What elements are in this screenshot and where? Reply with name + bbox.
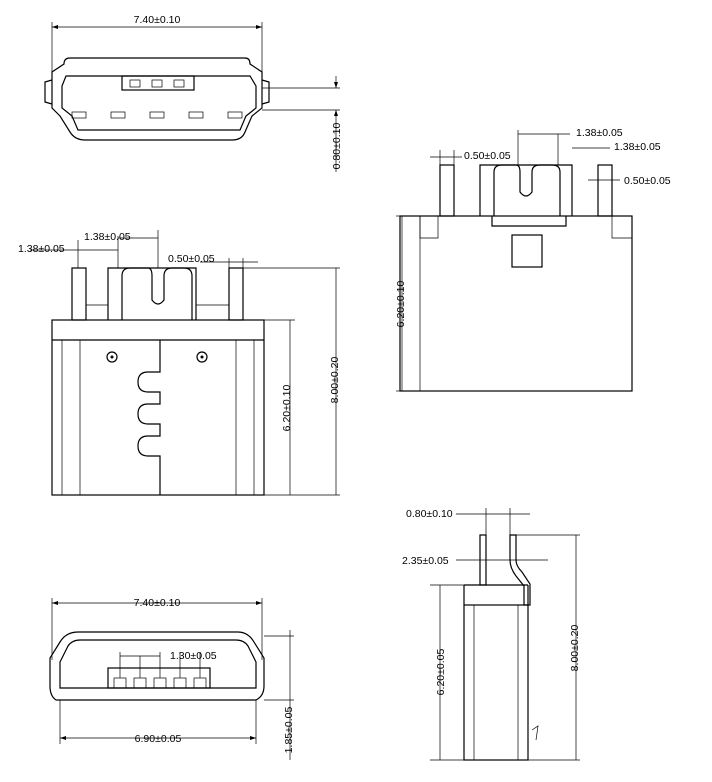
top-height-label: 0.80±0.10 [331,123,343,170]
right-back-view: 1.38±0.05 1.38±0.05 0.50±0.05 0.50±0.05 … [395,127,671,392]
side-pinwidth-label: 0.80±0.10 [406,508,453,520]
side-body-height-label: 6.20±0.05 [435,649,447,696]
left-pitch-label: 1.38±0.05 [84,231,131,243]
bottom-front-view: 7.40±0.10 1.30±0.05 1.85±0.05 6.90±0.05 [49,597,295,760]
right-pitch2-label: 1.38±0.05 [614,141,661,153]
side-offset-label: 2.35±0.05 [402,555,449,567]
left-front-view: 1.38±0.05 1.38±0.05 0.50±0.05 6.20±0.10 … [18,230,341,496]
side-view: 0.80±0.10 2.35±0.05 6.20±0.05 8.00±0.20 [402,508,581,761]
left-pitch2-label: 1.38±0.05 [18,243,65,255]
left-pinwidth-label: 0.50±0.05 [168,253,215,265]
bottom-pitch-label: 1.30±0.05 [170,650,217,662]
top-view: 7.40±0.10 0.80±0.10 [44,14,343,172]
side-total-height-label: 8.00±0.20 [569,625,581,672]
bottom-width-label: 7.40±0.10 [134,597,181,609]
bottom-inner-width-label: 6.90±0.05 [135,733,182,745]
right-height-label: 6.20±0.10 [395,281,407,328]
top-width-label: 7.40±0.10 [134,14,181,26]
bottom-height-label: 1.85±0.05 [283,707,295,754]
right-pitch-label: 1.38±0.05 [576,127,623,139]
left-body-height-label: 6.20±0.10 [281,385,293,432]
right-pinwidth-label: 0.50±0.05 [464,150,511,162]
left-total-height-label: 8.00±0.20 [329,357,341,404]
right-pinwidth2-label: 0.50±0.05 [624,175,671,187]
